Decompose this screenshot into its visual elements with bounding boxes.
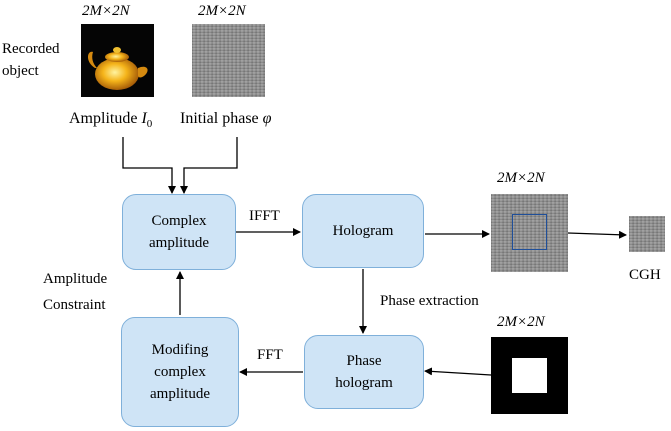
selection-square [512, 214, 547, 250]
teapot-image [81, 24, 154, 97]
complex-amplitude-box: Complex amplitude [122, 194, 236, 270]
recorded-object-label-line1: Recorded [2, 41, 60, 57]
arrow-image-to-cgh [567, 230, 627, 239]
hologram-output-image [491, 194, 568, 272]
initial-phase-label: Initial phase φ [180, 110, 272, 127]
recorded-object-label-line2: object [2, 63, 39, 79]
hologram-box: Hologram [302, 194, 424, 268]
dim-label-phase-image: 2M×2N [198, 3, 246, 19]
amplitude-label: Amplitude I0 [69, 110, 153, 131]
initial-phase-noise-image [192, 24, 265, 97]
dim-label-mask-image: 2M×2N [497, 314, 545, 330]
dim-label-amplitude-image: 2M×2N [82, 3, 130, 19]
phase-extraction-label: Phase extraction [380, 293, 479, 309]
ifft-label: IFFT [249, 208, 280, 224]
modifing-complex-amplitude-box: Modifing complex amplitude [121, 317, 239, 427]
mask-white-square [512, 358, 547, 393]
amplitude-mask-image [491, 337, 568, 414]
phase-hologram-box: Phase hologram [304, 335, 424, 409]
teapot-icon [88, 47, 148, 90]
arrow-phase-to-complex [180, 137, 238, 194]
cgh-image [629, 216, 665, 252]
arrow-mask-to-phase [424, 367, 492, 376]
cgh-label: CGH [629, 267, 661, 283]
fft-label: FFT [257, 347, 283, 363]
amplitude-constraint-label-line2: Constraint [43, 297, 106, 313]
arrow-amplitude-to-complex [122, 137, 176, 194]
dim-label-hologram-image: 2M×2N [497, 170, 545, 186]
amplitude-constraint-label-line1: Amplitude [43, 271, 108, 287]
